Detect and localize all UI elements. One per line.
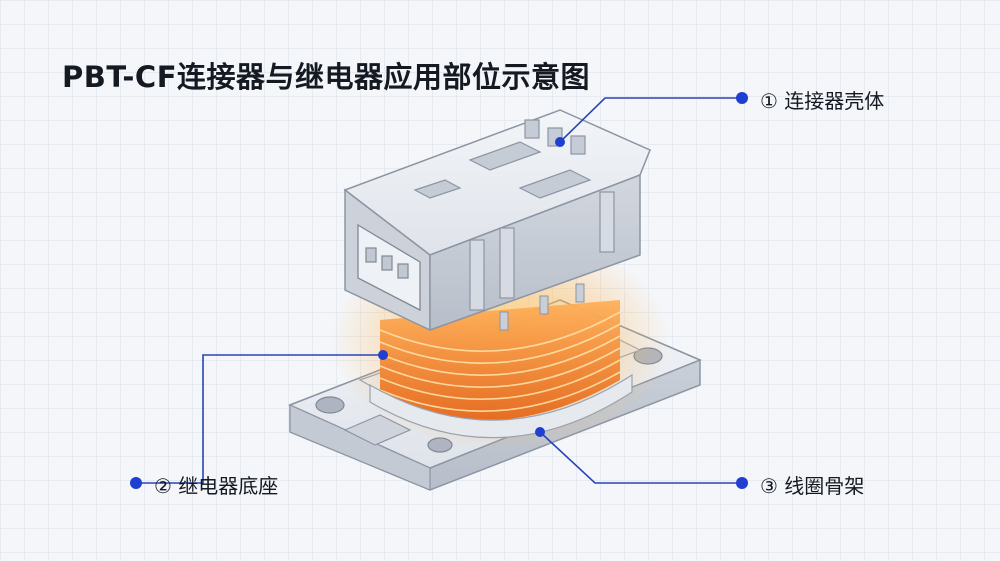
- anchor-dots: [378, 137, 565, 437]
- callout-number: ③: [760, 474, 778, 498]
- callout-bobbin: ③ 线圈骨架: [760, 470, 864, 499]
- callout-text: 线圈骨架: [784, 474, 865, 498]
- callout-text: 连接器壳体: [784, 89, 885, 113]
- callout-number: ②: [154, 474, 172, 498]
- leader-lines: [140, 97, 740, 484]
- page-title: PBT-CF连接器与继电器应用部位示意图: [62, 60, 591, 94]
- callout-housing: ① 连接器壳体: [760, 85, 884, 114]
- connector-housing: [343, 109, 651, 332]
- label-dots: [130, 92, 748, 489]
- callout-base: ② 继电器底座: [154, 470, 278, 499]
- callout-number: ①: [760, 89, 778, 113]
- callout-text: 继电器底座: [178, 474, 279, 498]
